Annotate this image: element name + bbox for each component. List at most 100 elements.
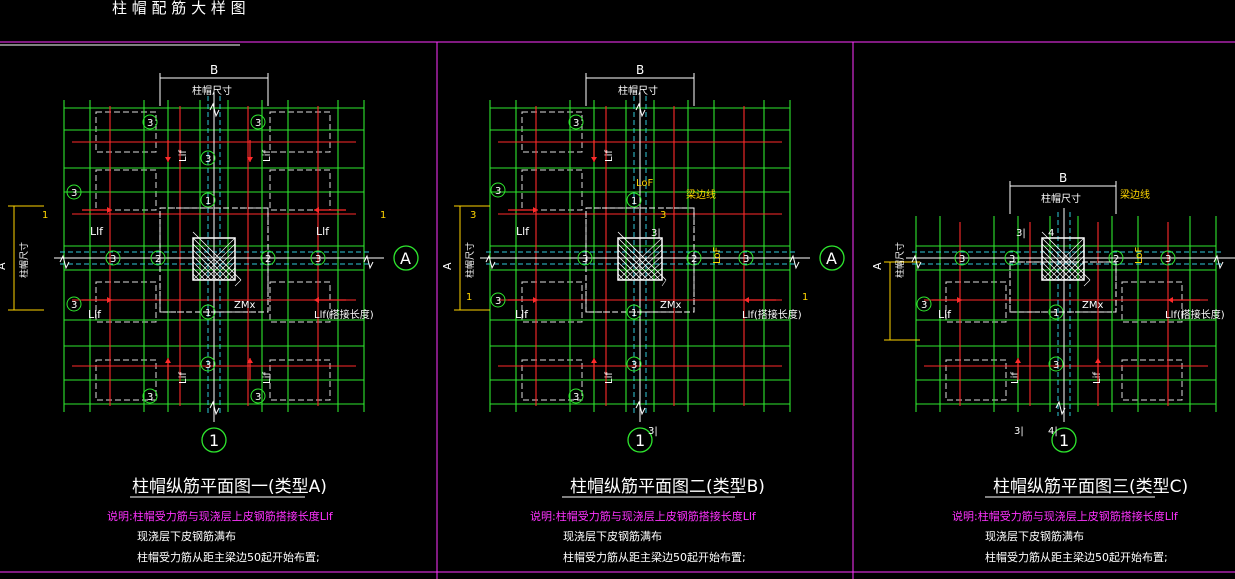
rebar-mark-circle [568, 114, 584, 130]
dashed-frame [269, 169, 331, 211]
rebar-mark-circle [568, 388, 584, 404]
zmx-frame [585, 207, 695, 313]
hatch-line [1041, 255, 1067, 281]
dashed-frame [521, 111, 583, 153]
break-mark [363, 254, 374, 270]
rebar-mark-circle [738, 250, 754, 266]
hatch-line [234, 279, 242, 287]
break-mark [209, 102, 220, 118]
rebar-arrow-head [591, 358, 597, 363]
dashed-frame [95, 169, 157, 211]
rebar-mark-label: 3 [147, 118, 153, 129]
hatch-line [192, 231, 242, 281]
zmx-label: ZMx [234, 300, 255, 311]
rebar-label: 3| [651, 228, 661, 239]
panel-a-title: 柱帽纵筋平面图一(类型A) [132, 477, 327, 497]
rebar-mark-label: 3 [631, 360, 637, 371]
panel-c-caption: 柱帽纵筋平面图三(类型C) 说明:柱帽受力筋与现浇层上皮钢筋搭接长度Llf 现浇… [952, 477, 1188, 564]
rebar-label: Lif [178, 150, 189, 162]
frame-lines [0, 41, 1235, 579]
hatch-line [1041, 237, 1085, 281]
hatch-line [1041, 273, 1049, 281]
rebar-mark-label: 1 [1053, 308, 1059, 319]
rebar-mark-label: 3 [205, 154, 211, 165]
axis-1-label: 1 [635, 431, 645, 450]
rebar-label: Lif [178, 372, 189, 384]
rebar-arrow-head [1095, 358, 1101, 363]
rebar-mark-label: 3 [71, 300, 77, 311]
rebar-label: Lif [262, 372, 273, 384]
panel-c-title: 柱帽纵筋平面图三(类型C) [993, 477, 1188, 497]
rebar-mark-label: 3 [743, 254, 749, 265]
hatch-line [617, 231, 667, 281]
rebar-label: Lif [604, 372, 615, 384]
axis-1-label: 1 [209, 431, 219, 450]
hatch-line [192, 273, 200, 281]
rebar-mark-label: 2 [1113, 254, 1119, 265]
rebar-arrow-head [247, 157, 253, 162]
hatch-line [661, 279, 667, 287]
rebar-arrow-head [107, 297, 112, 303]
rebar-arrow-head [314, 207, 319, 213]
rebar-mark-label: 3 [582, 254, 588, 265]
rebar-label: Llf(搭接长度) [742, 308, 802, 321]
rebar-label: 4 [1048, 228, 1054, 239]
rebar-mark-label: 3 [147, 392, 153, 403]
rebar-mark-circle [916, 296, 932, 312]
rebar-mark-circle [142, 114, 158, 130]
rebar-label: Llf [90, 225, 104, 238]
rebar-label: 3 [470, 210, 476, 221]
rebar-mark-circle [200, 192, 216, 208]
rebar-arrow-head [247, 358, 253, 363]
hatch-line [192, 255, 218, 281]
rebar-mark-label: 3 [315, 254, 321, 265]
rebar-arrow-head [533, 297, 538, 303]
panel-c-note-2: 现浇层下皮钢筋满布 [985, 529, 1084, 543]
rebar-mark-circle [66, 184, 82, 200]
rebar-mark-label: 3 [495, 296, 501, 307]
rebar-mark-label: 1 [205, 308, 211, 319]
rebar-mark-label: 3 [495, 186, 501, 197]
rebar-label: Llf(搭接长度) [1165, 308, 1225, 321]
hatch-line [192, 249, 224, 281]
panel-a-note-2: 现浇层下皮钢筋满布 [137, 529, 236, 543]
axis-a-label: A [826, 249, 837, 268]
break-mark [1055, 400, 1066, 416]
rebar-mark-circle [1160, 250, 1176, 266]
dim-a-label: A [871, 262, 884, 270]
rebar-label: LoF [1134, 246, 1145, 264]
rebar-mark-circle [200, 356, 216, 372]
rebar-mark-circle [150, 250, 166, 266]
hatch-line [192, 237, 236, 281]
cap-size-label: 柱帽尺寸 [192, 84, 232, 97]
rebar-mark-circle [490, 292, 506, 308]
axis-1-bubble [1051, 427, 1077, 453]
rebar-label: Llf [316, 225, 330, 238]
panel-b-note-2: 现浇层下皮钢筋满布 [563, 529, 662, 543]
rebar-mark-label: 3 [1165, 254, 1171, 265]
cap-size-label-v: 柱帽尺寸 [18, 242, 30, 278]
rebar-arrow-head [533, 207, 538, 213]
hatch-line [192, 261, 212, 281]
rebar-mark-label: 3 [573, 392, 579, 403]
hatch-line [629, 249, 663, 281]
break-mark [911, 254, 922, 270]
rebar-label: 3| [1016, 228, 1026, 239]
rebar-label: Lif [604, 150, 615, 162]
axis-1-label: 1 [1059, 431, 1069, 450]
column-section [617, 237, 663, 281]
rebar-arrow-head [591, 157, 597, 162]
hatch-line [1041, 249, 1073, 281]
hatch-line [192, 267, 206, 281]
hatch-line [647, 267, 663, 281]
rebar-mark-label: 3 [255, 118, 261, 129]
hatch-line [192, 243, 230, 281]
rebar-mark-label: 3 [1053, 360, 1059, 371]
dim-a-label: A [0, 262, 8, 270]
panel-b-note-3: 柱帽受力筋从距主梁边50起开始布置; [563, 550, 746, 564]
zmx-label: ZMx [1082, 300, 1103, 311]
axis-1-bubble [627, 427, 653, 453]
cap-size-label-v: 柱帽尺寸 [464, 242, 476, 278]
